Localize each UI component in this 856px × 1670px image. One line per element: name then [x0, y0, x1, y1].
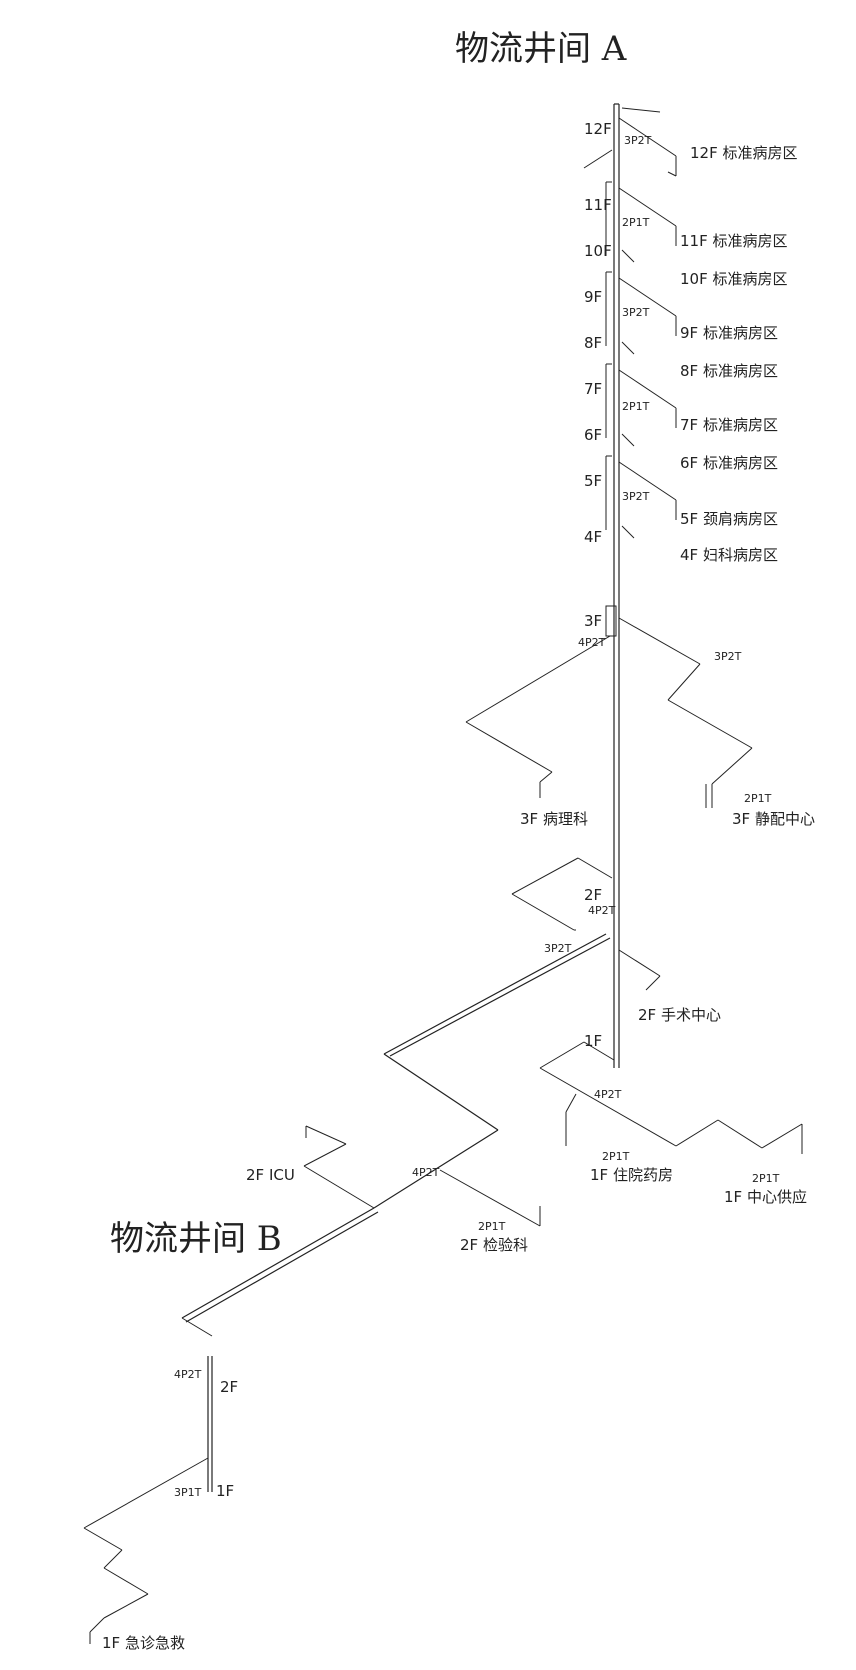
floor-label: 1F [216, 1482, 234, 1500]
station-label: 3F 静配中心 [732, 810, 815, 828]
lower-branches [83, 1125, 541, 1644]
floor-label: 3F [584, 612, 602, 630]
floor-label: 12F [584, 120, 612, 138]
floor-label: 10F [584, 242, 612, 260]
junction-label: 2P1T [622, 216, 650, 229]
station-label: 3F 病理科 [520, 810, 588, 828]
first-floor-branches [539, 1041, 803, 1154]
junction-label: 3P2T [622, 490, 650, 503]
station-label: 1F 中心供应 [724, 1188, 807, 1206]
station-label: 2F ICU [246, 1166, 295, 1184]
floor-label: 2F [584, 886, 602, 904]
station-label: 2F 手术中心 [638, 1006, 721, 1024]
floor-label: 6F [584, 426, 602, 444]
junction-label: 2P1T [478, 1220, 506, 1233]
junction-label: 3P2T [622, 306, 650, 319]
station-label: 8F 标准病房区 [680, 362, 778, 380]
shaft-b-title: 物流井间 B [110, 1219, 282, 1259]
junction-label: 2P1T [602, 1150, 630, 1163]
station-label: 1F 急诊急救 [102, 1634, 185, 1652]
station-label: 9F 标准病房区 [680, 324, 778, 342]
floor-label: 5F [584, 472, 602, 490]
upper-floor-branches [583, 107, 677, 539]
junction-label: 2P1T [744, 792, 772, 805]
station-label: 11F 标准病房区 [680, 232, 787, 250]
junction-label: 4P2T [174, 1368, 202, 1381]
station-labels: 12F 标准病房区 11F 标准病房区 10F 标准病房区 9F 标准病房区 8… [102, 144, 815, 1652]
third-floor-branches [465, 605, 753, 808]
floor-label: 4F [584, 528, 602, 546]
junction-label: 4P2T [412, 1166, 440, 1179]
floor-label: 1F [584, 1032, 602, 1050]
station-label: 5F 颈肩病房区 [680, 510, 778, 528]
station-label: 2F 检验科 [460, 1236, 528, 1254]
floor-label: 7F [584, 380, 602, 398]
station-label: 6F 标准病房区 [680, 454, 778, 472]
junction-label: 4P2T [578, 636, 606, 649]
junction-label: 4P2T [588, 904, 616, 917]
junction-label: 2P1T [622, 400, 650, 413]
junction-labels: 3P2T 2P1T 3P2T 2P1T 3P2T 4P2T 3P2T 2P1T … [174, 134, 780, 1499]
floor-label: 11F [584, 196, 612, 214]
station-label: 4F 妇科病房区 [680, 546, 778, 564]
junction-label: 4P2T [594, 1088, 622, 1101]
main-riser [613, 103, 620, 1068]
floor-label: 9F [584, 288, 602, 306]
station-label: 12F 标准病房区 [690, 144, 797, 162]
station-label: 10F 标准病房区 [680, 270, 787, 288]
junction-label: 2P1T [752, 1172, 780, 1185]
floor-label: 8F [584, 334, 602, 352]
floor-label: 2F [220, 1378, 238, 1396]
junction-label: 3P2T [624, 134, 652, 147]
second-floor-branches [373, 857, 661, 1209]
junction-label: 3P2T [544, 942, 572, 955]
junction-label: 3P1T [174, 1486, 202, 1499]
station-label: 7F 标准病房区 [680, 416, 778, 434]
floor-labels: 12F 11F 10F 9F 8F 7F 6F 5F 4F 3F 2F 1F 2… [216, 120, 612, 1500]
shaft-a-title: 物流井间 A [455, 29, 627, 69]
junction-label: 3P2T [714, 650, 742, 663]
station-label: 1F 住院药房 [590, 1166, 673, 1184]
